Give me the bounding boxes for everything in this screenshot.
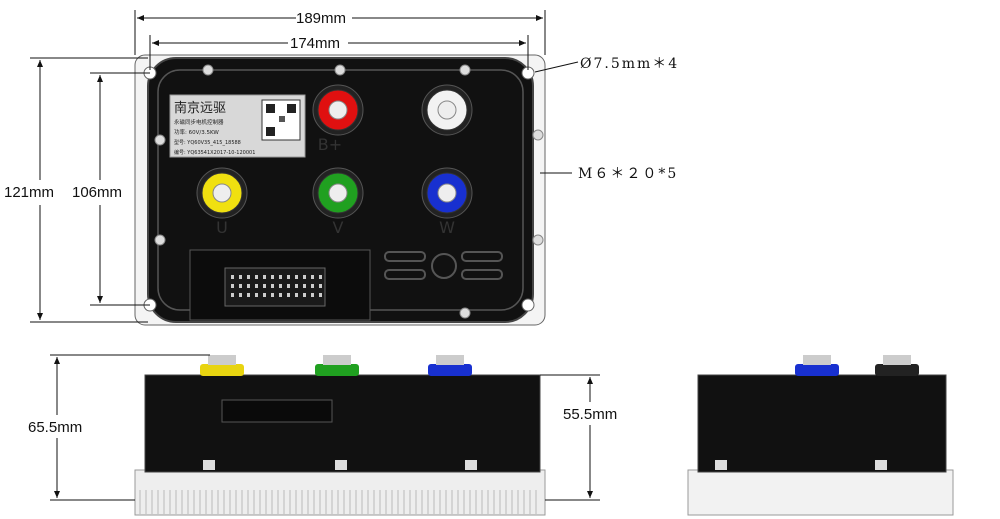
product-label: 南京远驱 永磁同步电机控制器 功率: 60V/3.5KW 型号: YQ60V35… [169,94,306,158]
dim-overall-depth: 65.5mm [28,419,82,436]
terminal-u: U [196,167,248,237]
top-view: 南京远驱 永磁同步电机控制器 功率: 60V/3.5KW 型号: YQ60V35… [134,54,546,326]
label-product: 永磁同步电机控制器 [174,118,224,126]
signal-connector [189,249,371,321]
dim-hole-height: 106mm [72,184,122,201]
label-serial: 编号: YQ63541X2017-10-120001 [174,149,255,156]
side-view-front [134,355,546,516]
gear-logo-icon [431,253,457,279]
terminal-bolt-note: M６＊２０*5 [578,166,678,182]
terminal-label: U [216,218,228,237]
terminal-label: V [333,218,344,237]
dim-body-depth: 55.5mm [563,406,617,423]
side-view-end [687,355,954,516]
label-power: 功率: 60V/3.5KW [174,128,219,136]
terminal-w: W [421,167,473,237]
label-model: 型号: YQ60V35_415_18588 [174,139,241,146]
dim-hole-width: 174mm [290,35,340,52]
dim-overall-height: 121mm [4,184,54,201]
terminal-label: W [439,218,455,237]
terminal-b-plus: B+ [312,84,364,154]
terminal-v: V [312,167,364,237]
terminal-label: B+ [318,135,342,154]
mounting-hole-note: Ø7.5mm＊4 [580,56,679,72]
dim-overall-width: 189mm [296,10,346,27]
label-brand: 南京远驱 [174,100,226,116]
terminal-aux [421,84,473,136]
